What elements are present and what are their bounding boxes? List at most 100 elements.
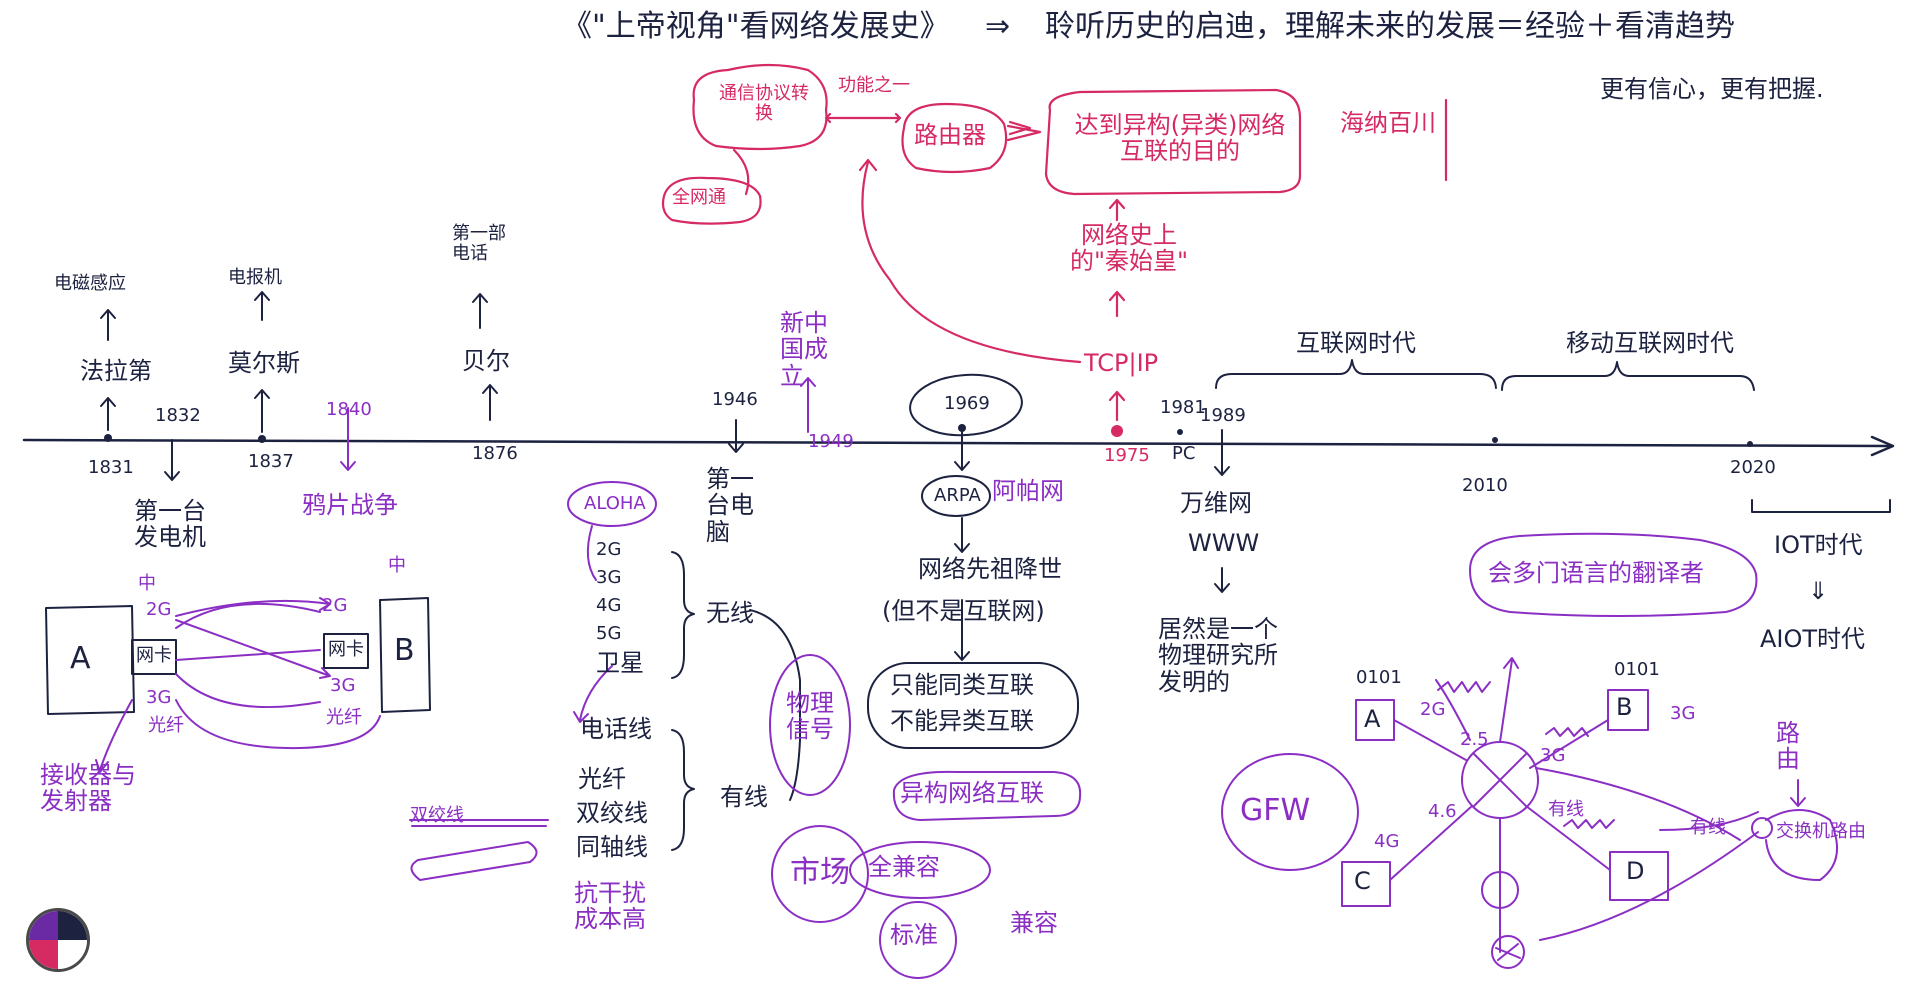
goal-label: 达到异构(异类)网络互联的目的: [1074, 111, 1286, 166]
2g-a: 2G: [146, 599, 172, 620]
3g-a: 3G: [146, 687, 172, 708]
year-2010: 2010: [1462, 475, 1508, 496]
tick-1981: [1177, 429, 1183, 435]
new-china: 新中国成立: [780, 309, 828, 390]
compatible: 兼容: [1010, 909, 1058, 937]
opium-war: 鸦片战争: [302, 491, 398, 519]
protocol-conversion-label: 通信协议转换: [719, 83, 809, 124]
node-c-right: [1341, 861, 1391, 907]
internet-era: 互联网时代: [1296, 329, 1416, 357]
header-title: 《"上帝视角"看网络发展史》: [562, 9, 950, 44]
b-3g: 3G: [1670, 703, 1696, 724]
protocol-cloud: [692, 63, 828, 151]
hetero-network: 异构网络互联: [900, 779, 1044, 807]
fullnet-cloud: [661, 176, 762, 225]
twisted-left: 双绞线: [410, 805, 464, 826]
right-node-a: A: [1364, 705, 1381, 733]
same-type-only: 只能同类互联: [890, 671, 1034, 699]
gfw: GFW: [1240, 793, 1311, 828]
hawaii-label: 海纳百川: [1340, 109, 1436, 137]
node-b-label: B: [394, 633, 415, 668]
tick-2010: [1492, 437, 1498, 443]
tick-2020: [1747, 441, 1753, 447]
translator: 会多门语言的翻译者: [1488, 559, 1704, 587]
tick-1831: [104, 434, 112, 442]
iot-down-arrow: ⇓: [1808, 577, 1829, 605]
header-arrow: ⇒: [985, 9, 1011, 44]
tick-1975: [1111, 425, 1123, 437]
a-2g: 2G: [1420, 699, 1446, 720]
nic-a-label: 网卡: [136, 645, 172, 666]
router-switch: 交换机路由: [1776, 821, 1866, 842]
iot-era: IOT时代: [1774, 531, 1863, 559]
zhong-a: 中: [138, 573, 156, 594]
not-internet: (但不是互联网): [882, 597, 1045, 625]
year-1975: 1975: [1104, 445, 1150, 466]
faraday-top: 电磁感应: [54, 273, 126, 294]
router-right: 路由: [1776, 719, 1800, 774]
node-d-right: [1609, 851, 1669, 901]
right-node-b: B: [1616, 693, 1633, 721]
nic-b-label: 网卡: [328, 639, 364, 660]
telegraph: 电报机: [228, 267, 282, 288]
g5: 5G: [596, 623, 622, 644]
standard: 标准: [890, 921, 938, 949]
right-wired-2: 有线: [1690, 817, 1726, 838]
node-a-label: A: [70, 641, 91, 676]
year-1831: 1831: [88, 457, 134, 478]
zhong-b: 中: [388, 555, 406, 576]
year-1876: 1876: [472, 443, 518, 464]
node-a-box: [45, 605, 135, 715]
nic-a-box: [131, 639, 177, 675]
transceiver: 接收器与发射器: [40, 761, 136, 816]
node-b-box: [379, 597, 431, 713]
year-1840: 1840: [326, 399, 372, 420]
coax: 同轴线: [576, 833, 648, 861]
timeline-axis: [22, 438, 1892, 448]
right-node-d: D: [1626, 857, 1645, 885]
c-4g: 4G: [1374, 831, 1400, 852]
phone-line: 电话线: [580, 715, 652, 743]
function-one-label: 功能之一: [838, 75, 910, 96]
header-tagline: 更有信心，更有把握.: [1600, 75, 1824, 103]
2g-b: 2G: [322, 595, 348, 616]
first-computer: 第一台电脑: [706, 465, 754, 546]
fiber: 光纤: [578, 765, 626, 793]
wired: 有线: [720, 783, 768, 811]
node-a-right: [1355, 699, 1395, 741]
tick-1969: [958, 424, 966, 432]
year-1989: 1989: [1200, 405, 1246, 426]
tick-1837: [258, 435, 266, 443]
bell: 贝尔: [462, 347, 510, 375]
year-1949: 1949: [808, 431, 854, 452]
first-phone: 第一部电话: [452, 223, 506, 264]
satellite: 卫星: [596, 649, 644, 677]
physical-signal: 物理信号: [786, 689, 834, 744]
node-b-right: [1607, 689, 1649, 731]
right-node-c: C: [1354, 867, 1371, 895]
www: WWW: [1188, 529, 1260, 557]
timeline-arrowhead: [1870, 435, 1895, 457]
market: 市场: [790, 855, 850, 890]
year-1946: 1946: [712, 389, 758, 410]
g4: 4G: [596, 595, 622, 616]
inventor: 居然是一个物理研究所发明的: [1158, 615, 1278, 696]
header-subtitle: 聆听历史的启迪，理解未来的发展＝经验＋看清趋势: [1045, 9, 1735, 44]
faraday: 法拉第: [80, 357, 152, 385]
year-2020: 2020: [1730, 457, 1776, 478]
router-label: 路由器: [914, 121, 986, 149]
aiot-era: AIOT时代: [1760, 625, 1866, 653]
3g-b: 3G: [330, 675, 356, 696]
interference: 抗干扰成本高: [574, 879, 646, 934]
mobile-era: 移动互联网时代: [1566, 329, 1734, 357]
b-3g-small: 3G: [1540, 745, 1566, 766]
generator: 第一台发电机: [134, 497, 206, 552]
pc: PC: [1172, 443, 1196, 464]
a-bits: 0101: [1356, 667, 1402, 688]
wireless: 无线: [706, 599, 754, 627]
right-wired: 有线: [1548, 799, 1584, 820]
goal-cloud: [1044, 88, 1302, 196]
all-devices: 全兼容: [868, 853, 940, 881]
